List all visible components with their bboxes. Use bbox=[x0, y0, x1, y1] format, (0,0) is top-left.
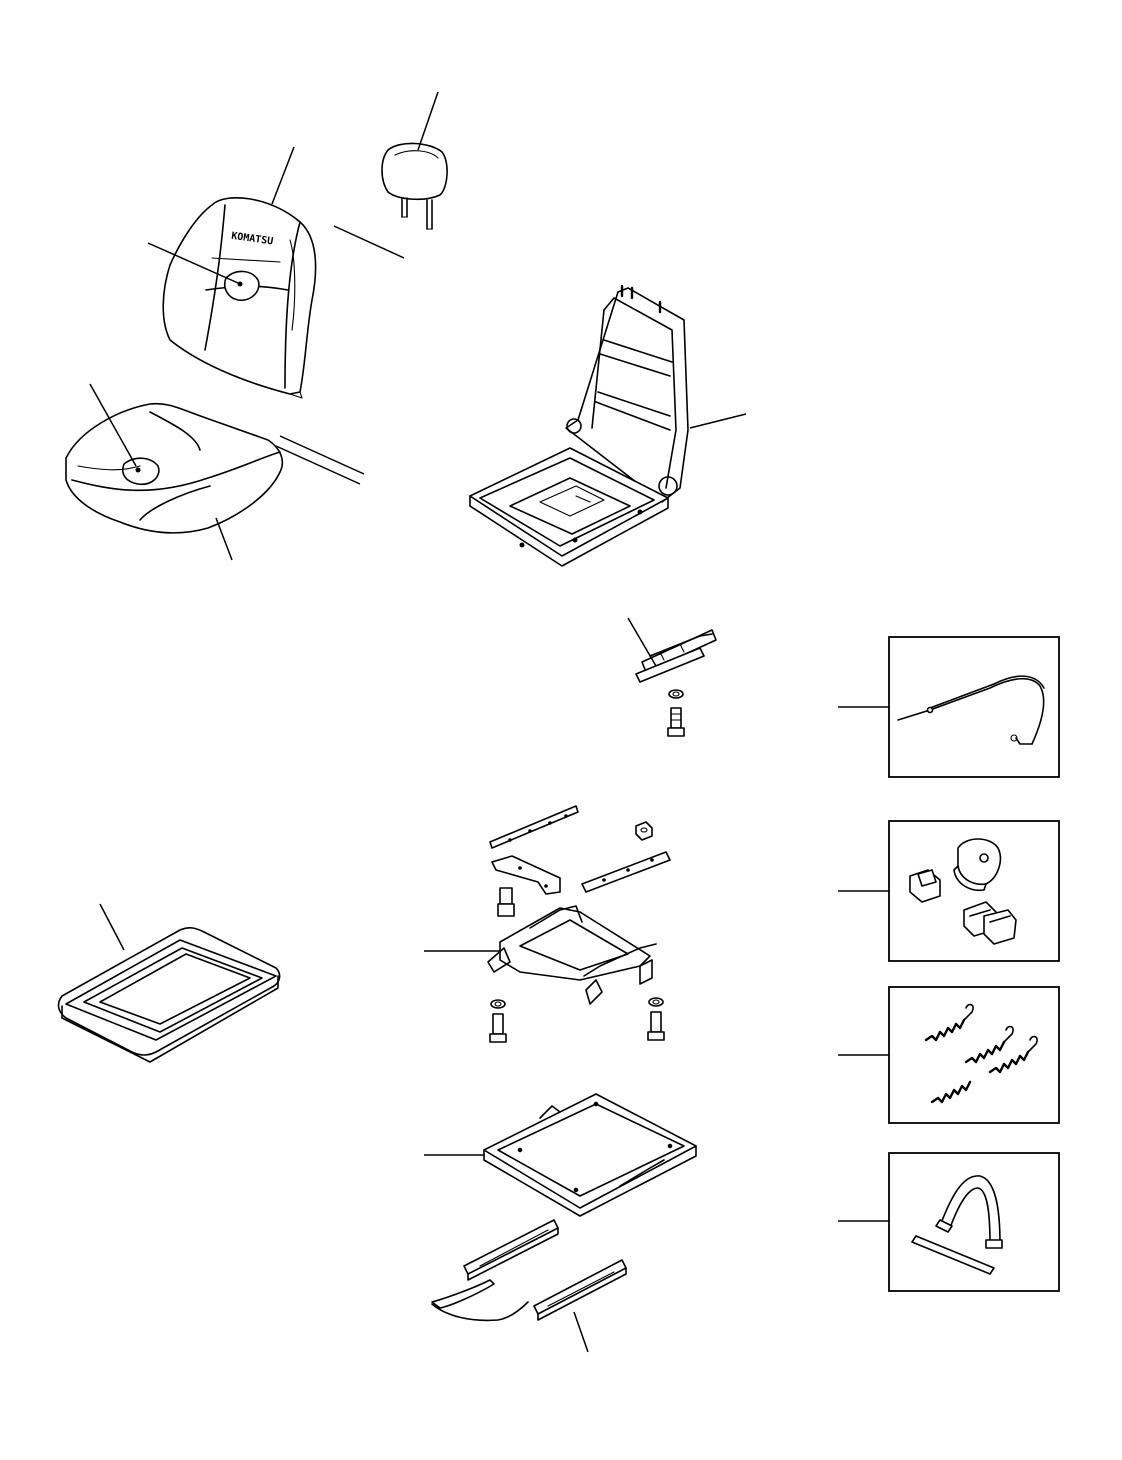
base-frame[interactable] bbox=[483, 1093, 697, 1217]
release-cable[interactable] bbox=[897, 675, 1045, 745]
leader-headrest bbox=[417, 91, 439, 151]
inset-box-strap bbox=[888, 1152, 1060, 1292]
lower-slide-rails[interactable] bbox=[431, 1219, 627, 1322]
leader-backrest-emblem bbox=[147, 242, 239, 284]
headrest-guide-line bbox=[333, 225, 405, 259]
slide-rail-bracket[interactable] bbox=[635, 629, 717, 737]
leader-seat-cushion bbox=[215, 517, 233, 561]
inset-box-springs bbox=[888, 986, 1060, 1124]
knob-set[interactable] bbox=[909, 838, 1017, 945]
leader-slide-rail-bracket bbox=[627, 617, 657, 667]
spring-set[interactable] bbox=[924, 1003, 1038, 1104]
leader-seat-frame bbox=[689, 413, 747, 429]
leader-seat-pan bbox=[99, 903, 125, 951]
leader-backrest bbox=[271, 146, 295, 205]
seat-frame[interactable] bbox=[469, 284, 689, 567]
suspension-mechanism[interactable] bbox=[487, 805, 671, 1043]
inset-box-cable bbox=[888, 636, 1060, 778]
backrest-cushion[interactable] bbox=[162, 197, 317, 399]
seat-pan-tray[interactable] bbox=[57, 927, 281, 1063]
leader-seat-cushion-center bbox=[89, 383, 137, 467]
cushion-guide-line-1 bbox=[279, 435, 365, 475]
seat-cushion[interactable] bbox=[65, 402, 284, 534]
leader-lower-rail bbox=[573, 1311, 589, 1353]
headrest[interactable] bbox=[381, 142, 448, 230]
strap-set[interactable] bbox=[911, 1175, 1003, 1275]
cushion-guide-line-2 bbox=[275, 445, 361, 485]
